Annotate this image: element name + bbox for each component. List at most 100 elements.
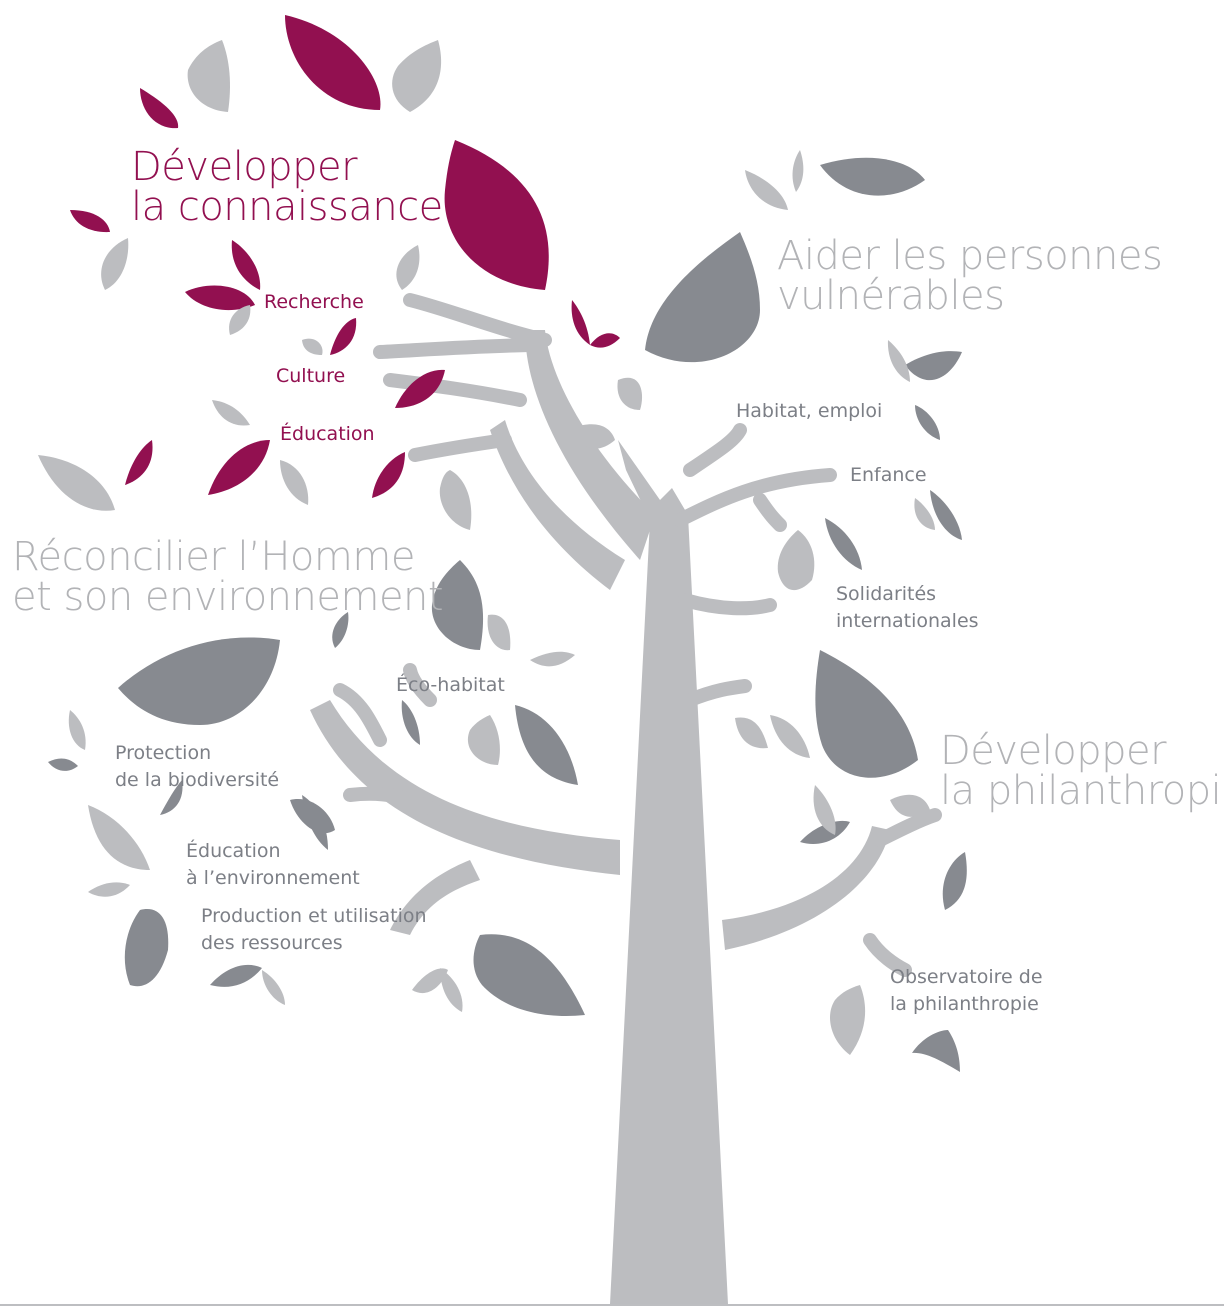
leaf-purple xyxy=(208,440,270,495)
leaf-light xyxy=(440,968,463,1012)
leaf-dark xyxy=(124,909,169,987)
item-habitat-emploi: Habitat, emploi xyxy=(736,400,883,422)
item-recherche: Recherche xyxy=(264,291,364,313)
leaf-light xyxy=(777,530,815,591)
leaf-dark xyxy=(118,637,280,725)
leaf-light xyxy=(439,470,472,530)
leaf-light xyxy=(396,245,420,290)
leaf-dark xyxy=(302,795,328,850)
leaf-light xyxy=(38,455,115,511)
leaf-light xyxy=(572,424,615,449)
item-line: Protection xyxy=(115,742,212,764)
leaf-purple xyxy=(140,88,179,129)
tree-trunk-and-branches xyxy=(310,293,942,1304)
leaf-dark xyxy=(473,934,585,1016)
leaf-dark xyxy=(332,612,349,648)
item-observatoire-philanthropie: Observatoire de la philanthropie xyxy=(890,964,1043,1018)
item-culture: Culture xyxy=(276,365,346,387)
item-line: de la biodiversité xyxy=(115,769,280,791)
leaf-purple xyxy=(395,369,445,408)
leaf-purple xyxy=(185,285,255,311)
item-production-ressources: Production et utilisation des ressources xyxy=(201,903,427,957)
leaf-purple xyxy=(70,210,110,233)
leaf-dark xyxy=(930,490,962,540)
leaves xyxy=(38,15,967,1072)
leaf-light xyxy=(487,614,511,651)
item-enfance: Enfance xyxy=(850,464,927,486)
leaf-purple xyxy=(285,15,381,110)
theme-title-line: Réconcilier l’Homme xyxy=(12,534,415,580)
item-line: Éducation xyxy=(186,840,281,862)
item-education-environnement: Éducation à l’environnement xyxy=(186,838,360,892)
leaf-dark xyxy=(912,1030,960,1072)
leaf-dark xyxy=(815,650,918,778)
leaf-light xyxy=(392,40,442,112)
leaf-dark xyxy=(942,852,967,910)
leaf-purple xyxy=(372,452,405,498)
leaf-dark xyxy=(800,820,850,844)
leaf-light xyxy=(262,970,285,1005)
leaf-light xyxy=(280,460,309,505)
leaf-light xyxy=(212,400,250,426)
leaf-light xyxy=(88,882,130,897)
leaf-light xyxy=(302,338,323,355)
leaf-dark xyxy=(825,518,862,570)
item-education: Éducation xyxy=(280,423,375,445)
leaf-dark xyxy=(160,780,183,815)
leaf-light xyxy=(887,340,910,382)
theme-title-line: vulnérables xyxy=(777,273,1005,319)
leaf-dark xyxy=(645,232,760,363)
item-eco-habitat: Éco-habitat xyxy=(396,674,505,696)
item-line: Solidarités xyxy=(836,583,937,605)
item-solidarites-internationales: Solidarités internationales xyxy=(836,581,979,635)
theme-title-line: la philanthropie xyxy=(940,768,1224,814)
leaf-dark xyxy=(210,964,262,987)
leaf-purple xyxy=(571,300,590,345)
theme-title-line: Développer xyxy=(131,144,358,190)
leaf-light xyxy=(890,794,930,817)
leaf-light xyxy=(101,238,129,290)
leaf-purple xyxy=(125,440,153,485)
leaf-light xyxy=(88,805,150,870)
theme-title-vulnerable: Aider les personnes vulnérables xyxy=(777,233,1163,319)
leaf-light xyxy=(187,40,230,112)
leaf-light xyxy=(735,717,768,749)
leaf-dark xyxy=(48,758,78,771)
item-line: internationales xyxy=(836,610,979,632)
theme-title-line: Développer xyxy=(940,728,1167,774)
leaf-light xyxy=(412,968,448,994)
theme-title-environment: Réconcilier l’Homme et son environnement xyxy=(12,534,444,620)
leaf-light xyxy=(830,985,866,1055)
item-protection-biodiversite: Protection de la biodiversité xyxy=(115,740,279,794)
leaf-dark xyxy=(915,405,940,440)
leaf-light xyxy=(229,305,251,335)
item-line: à l’environnement xyxy=(186,867,360,889)
leaf-light xyxy=(813,785,836,835)
leaf-light xyxy=(68,710,86,750)
item-line: des ressources xyxy=(201,932,343,954)
theme-title-philanthropy: Développer la philanthropie xyxy=(940,731,1224,811)
theme-title-line: et son environnement xyxy=(12,574,444,620)
leaf-purple xyxy=(590,333,620,348)
leaf-light xyxy=(792,150,804,192)
leaf-dark xyxy=(820,157,925,196)
theme-title-line: la connaissance xyxy=(131,184,443,230)
leaf-light xyxy=(914,498,935,530)
leaf-dark xyxy=(905,351,962,381)
theme-title-line: Aider les personnes xyxy=(777,233,1163,279)
leaf-purple xyxy=(444,140,549,290)
item-line: Production et utilisation xyxy=(201,905,427,927)
leaf-light xyxy=(617,377,643,410)
bottom-divider xyxy=(0,1304,1224,1306)
leaf-light xyxy=(530,651,575,667)
leaf-purple xyxy=(231,240,261,290)
leaf-dark xyxy=(515,705,578,785)
leaf-purple xyxy=(330,318,357,355)
leaf-light xyxy=(745,170,788,210)
leaf-dark xyxy=(401,700,420,745)
theme-title-knowledge: Développer la connaissance xyxy=(131,147,443,227)
item-line: la philanthropie xyxy=(890,993,1039,1015)
leaf-light xyxy=(770,715,810,758)
leaf-dark xyxy=(431,560,484,650)
